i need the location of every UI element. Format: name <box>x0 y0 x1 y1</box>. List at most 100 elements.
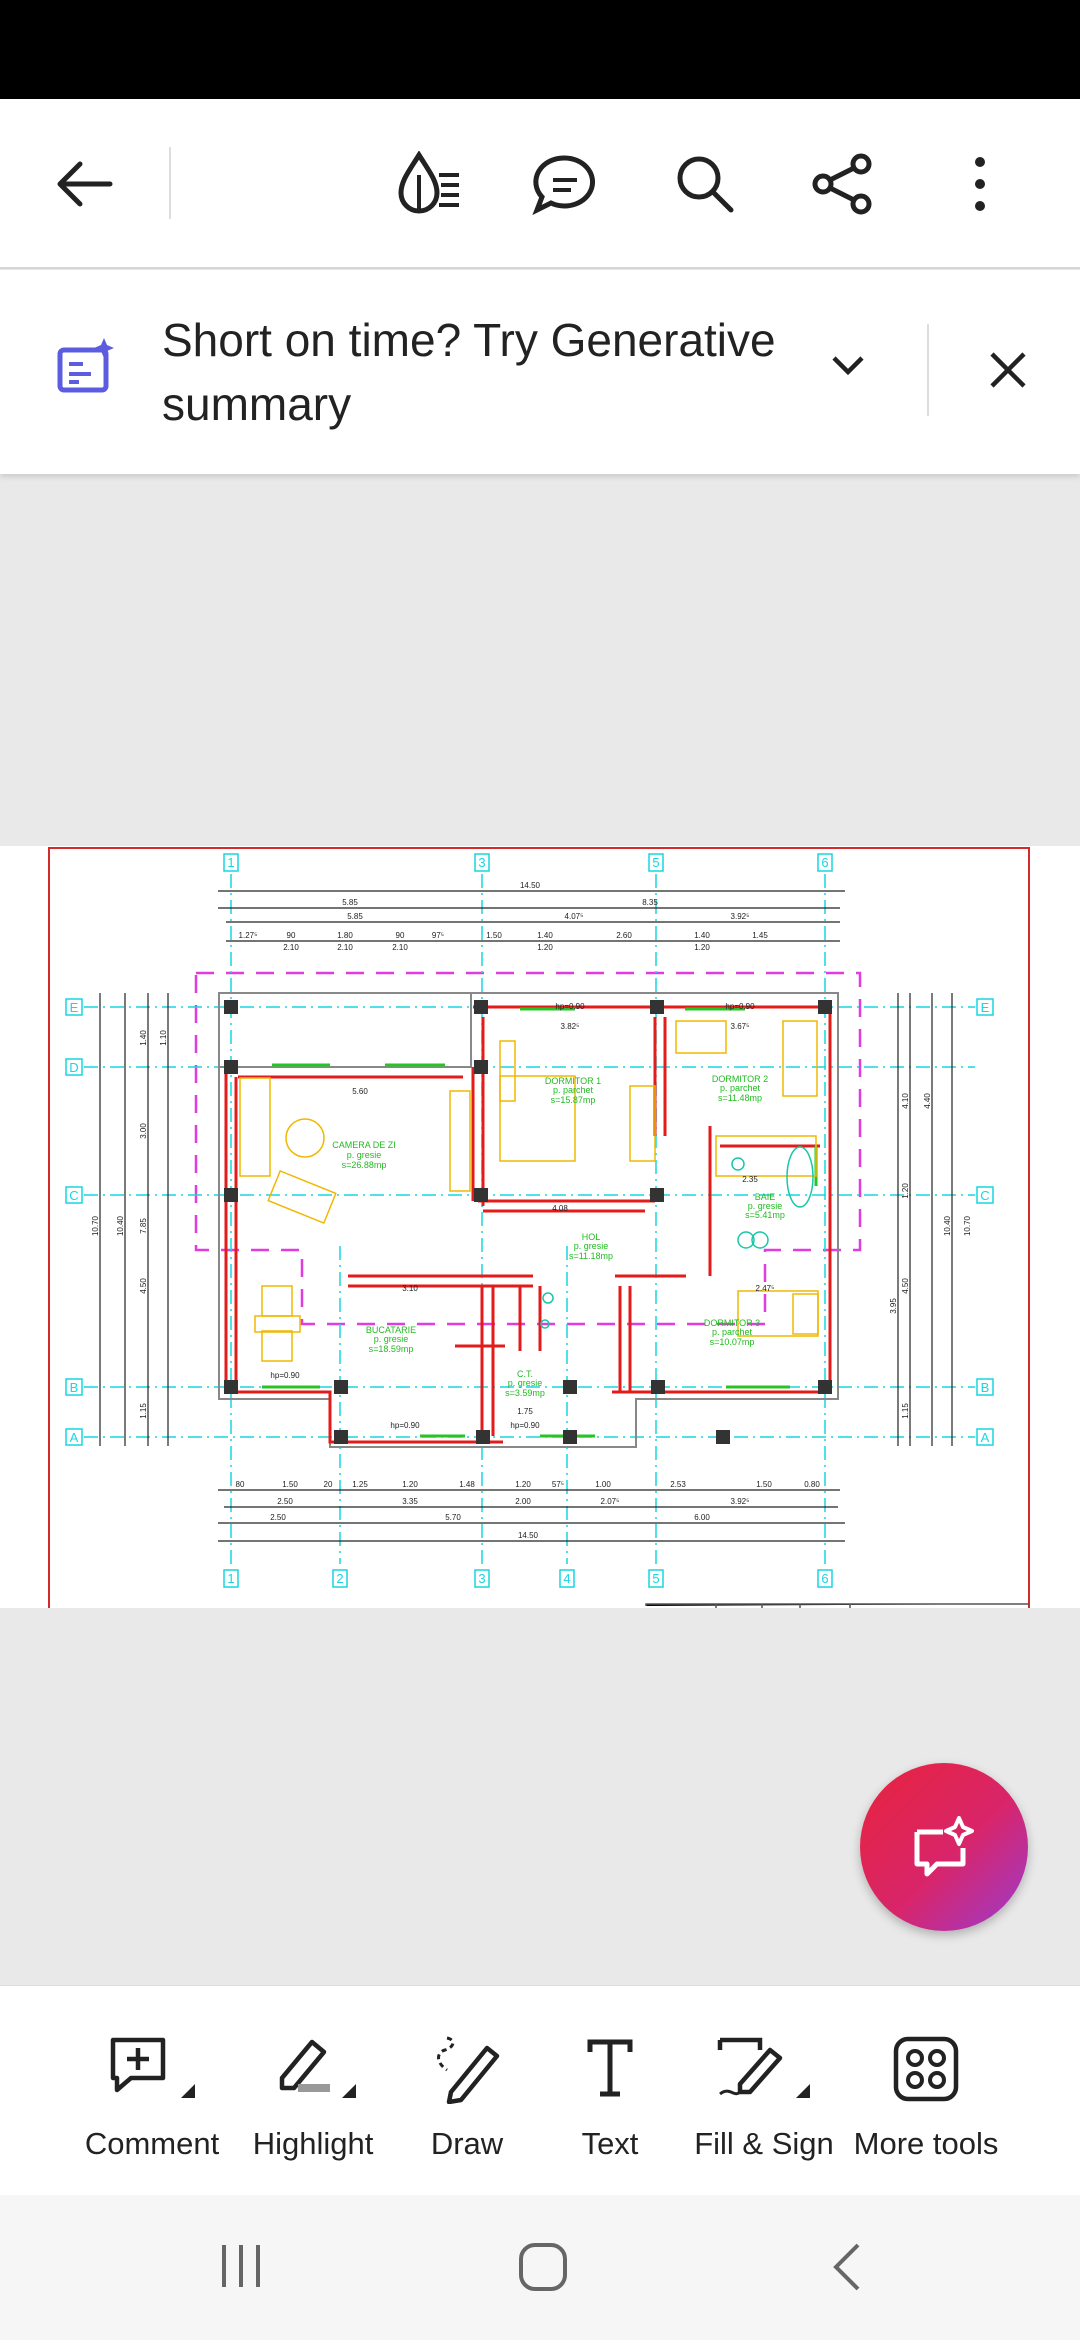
plan-label: 2.50 <box>277 1497 293 1506</box>
comment-add-icon <box>110 2037 195 2098</box>
plan-label: 2.35 <box>742 1175 758 1184</box>
plan-label: hp=0.90 <box>725 1002 755 1011</box>
plan-label: 1.50 <box>486 931 502 940</box>
plan-label: 1.75 <box>517 1407 533 1416</box>
close-icon[interactable] <box>988 350 1028 395</box>
plan-label: 3.82⁵ <box>561 1022 580 1031</box>
tool-fill-sign[interactable]: Fill & Sign <box>679 1986 849 2196</box>
plan-label: 7.85 <box>139 1218 148 1234</box>
plan-label: 90 <box>287 931 296 940</box>
title-block <box>645 1603 1029 1608</box>
plan-label: 20 <box>324 1480 333 1489</box>
generative-summary-banner: Short on time? Try Generative summary <box>0 270 1080 474</box>
home-icon[interactable] <box>517 2241 569 2298</box>
grid-row-c: C <box>980 1188 989 1203</box>
plan-label: 97⁵ <box>432 931 444 940</box>
plan-label: p. gresie <box>374 1334 409 1344</box>
plan-label: p. gresie <box>508 1378 543 1388</box>
plan-label: p. parchet <box>720 1083 761 1093</box>
plan-label: 0.80 <box>804 1480 820 1489</box>
back-arrow-icon[interactable] <box>49 149 119 219</box>
plan-label: 1.40 <box>537 931 553 940</box>
plan-label: s=11.18mp <box>569 1251 613 1261</box>
plan-label: hp=0.90 <box>270 1371 300 1380</box>
plan-label: 4.08 <box>552 1204 568 1213</box>
tool-more-tools[interactable]: More tools <box>841 1986 1011 2196</box>
tool-label: Text <box>581 2126 639 2161</box>
bottom-tools-bar: Comment Highlight Draw Text Fill & Sign … <box>0 1985 1080 2195</box>
share-icon[interactable] <box>808 149 878 219</box>
plan-label: DORMITOR 1 <box>545 1076 601 1086</box>
plan-label: 1.48 <box>459 1480 475 1489</box>
tool-label: Fill & Sign <box>694 2126 834 2161</box>
fill-sign-icon <box>717 2037 810 2098</box>
plan-label: 14.50 <box>518 1531 539 1540</box>
plan-label: s=15.87mp <box>551 1095 596 1105</box>
tool-label: Comment <box>84 2126 220 2161</box>
plan-label: 3.92⁵ <box>731 912 750 921</box>
plan-label: s=26.88mp <box>342 1160 387 1170</box>
plan-label: 1.20 <box>515 1480 531 1489</box>
plan-label: 1.45 <box>752 931 768 940</box>
plan-label: p. gresie <box>574 1241 609 1251</box>
grid-col-1: 1 <box>227 855 234 870</box>
furniture <box>239 1020 819 1362</box>
property-boundary <box>194 971 862 1326</box>
draw-icon <box>437 2036 500 2104</box>
plan-label: 1.20 <box>901 1183 910 1199</box>
plan-label: p. parchet <box>712 1327 753 1337</box>
tool-text[interactable]: Text <box>525 1986 695 2196</box>
tool-label: Draw <box>430 2126 504 2161</box>
grid-col-6: 6 <box>821 1571 828 1586</box>
comments-icon[interactable] <box>530 149 600 219</box>
plan-label: HOL <box>582 1232 601 1242</box>
plan-label: s=11.48mp <box>718 1093 762 1103</box>
chevron-down-icon[interactable] <box>830 354 866 383</box>
plan-label: 3.10 <box>402 1284 418 1293</box>
plan-label: 2.10 <box>392 943 408 952</box>
plan-label: hp=0.90 <box>510 1421 540 1430</box>
tool-comment[interactable]: Comment <box>67 1986 237 2196</box>
grid-row-e: E <box>981 1000 990 1015</box>
grid-col-5: 5 <box>652 855 659 870</box>
banner-text[interactable]: Short on time? Try Generative summary <box>162 314 776 430</box>
plan-label: 2.50 <box>270 1513 286 1522</box>
plan-label: 1.27⁵ <box>239 931 258 940</box>
recent-apps-icon[interactable] <box>216 2241 266 2296</box>
liquid-mode-icon[interactable] <box>395 149 465 219</box>
tool-highlight[interactable]: Highlight <box>228 1986 398 2196</box>
text-icon <box>587 2039 633 2097</box>
grid-col-3: 3 <box>478 1571 485 1586</box>
more-icon[interactable] <box>945 149 1015 219</box>
structural-columns <box>224 1000 832 1444</box>
plan-label: 1.15 <box>139 1403 148 1419</box>
grid-row-c: C <box>69 1188 78 1203</box>
grid-row-e: E <box>70 1000 79 1015</box>
plan-label: 2.47⁵ <box>756 1284 775 1293</box>
ai-assistant-button[interactable] <box>860 1763 1028 1931</box>
plan-label: 10.40 <box>116 1215 125 1236</box>
status-bar <box>0 0 1080 99</box>
grid-row-b: B <box>70 1380 79 1395</box>
plan-label: s=18.59mp <box>369 1344 414 1354</box>
tool-label: Highlight <box>252 2126 374 2161</box>
tool-draw[interactable]: Draw <box>382 1986 552 2196</box>
plan-label: s=3.59mp <box>505 1388 545 1398</box>
back-nav-icon[interactable] <box>826 2241 866 2298</box>
top-toolbar <box>0 99 1080 269</box>
search-icon[interactable] <box>670 149 740 219</box>
plan-label: 14.50 <box>520 881 541 890</box>
plan-label: 1.20 <box>694 943 710 952</box>
plan-label: p. gresie <box>347 1150 382 1160</box>
divider <box>927 324 929 416</box>
plan-label: s=5.41mp <box>745 1210 785 1220</box>
plan-label: 2.10 <box>337 943 353 952</box>
